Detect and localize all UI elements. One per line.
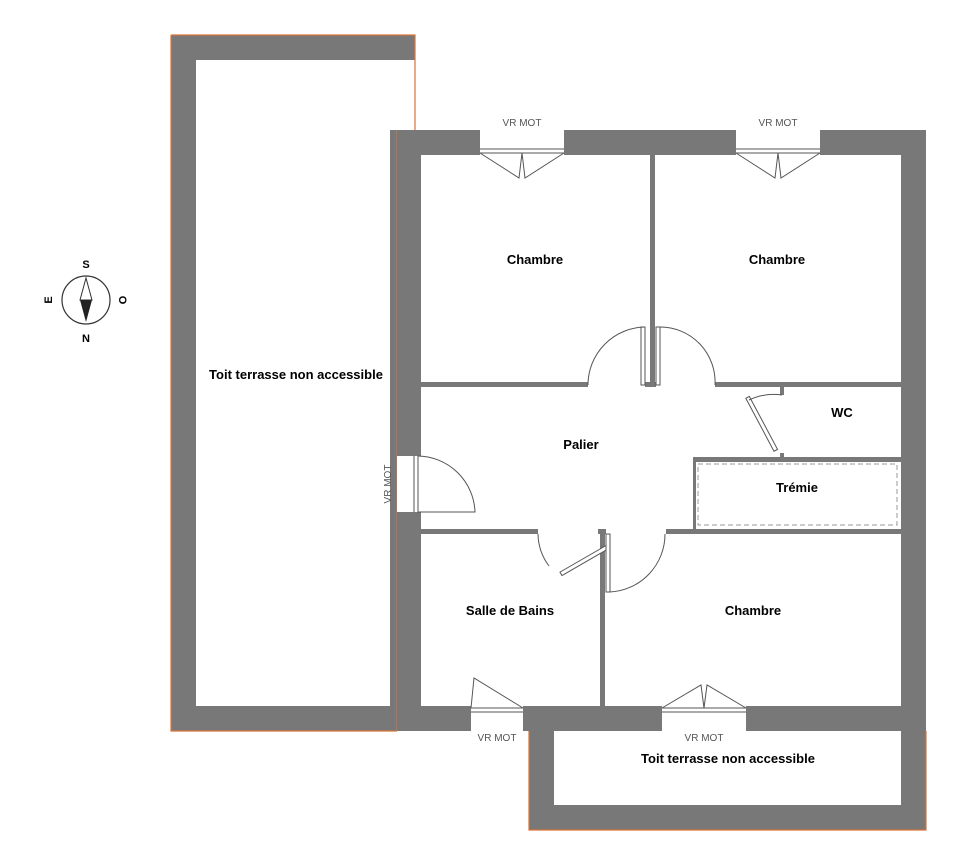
compass-east: E — [43, 296, 55, 303]
window-label-bottom-bath: VR MOT — [478, 733, 517, 744]
window-label-left-side: VR MOT — [383, 465, 394, 504]
window-openings — [397, 130, 820, 731]
window-label-bottom-chambre: VR MOT — [685, 733, 724, 744]
room-label-terrace-bottom: Toit terrasse non accessible — [641, 751, 815, 766]
compass-north: N — [82, 333, 90, 345]
window-label-top-left: VR MOT — [503, 118, 542, 129]
compass: S N E O — [43, 259, 128, 345]
compass-needle-dark — [80, 300, 92, 322]
room-label-tremie: Trémie — [776, 480, 818, 495]
compass-south: S — [82, 259, 89, 271]
window-frames — [413, 148, 821, 713]
terrace-bottom — [528, 731, 927, 831]
tremie-outline — [697, 463, 898, 526]
room-label-palier: Palier — [563, 437, 598, 452]
interior-partitions — [421, 155, 901, 706]
window-label-top-right: VR MOT — [759, 118, 798, 129]
room-label-chambre-se: Chambre — [725, 603, 781, 618]
doors — [537, 326, 785, 593]
room-label-chambre-nw: Chambre — [507, 252, 563, 267]
compass-west: O — [116, 296, 128, 305]
room-label-terrace-left: Toit terrasse non accessible — [209, 367, 383, 382]
room-label-salle-de-bains: Salle de Bains — [466, 603, 554, 618]
terrace-left — [170, 34, 416, 732]
room-label-chambre-ne: Chambre — [749, 252, 805, 267]
house-walls — [397, 130, 926, 731]
room-label-wc: WC — [831, 405, 853, 420]
